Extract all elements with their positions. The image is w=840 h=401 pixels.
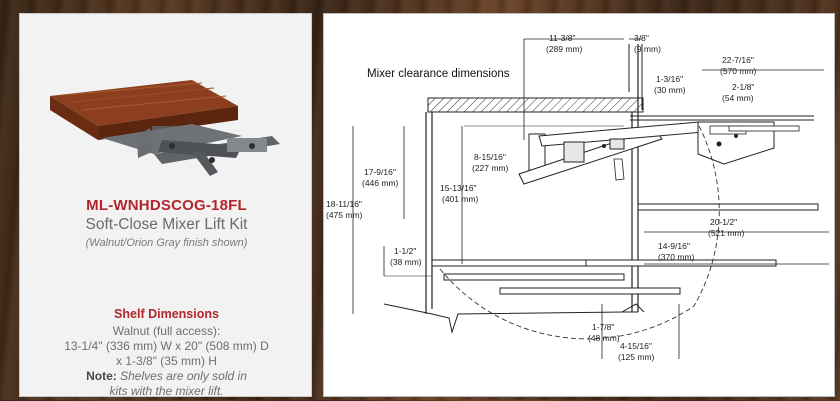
svg-text:3/8": 3/8" (634, 33, 649, 43)
svg-text:(48 mm): (48 mm) (588, 333, 620, 343)
note-line-1: Note: Shelves are only sold in (20, 369, 313, 384)
clearance-diagram: Mixer clearance dimensions (326, 33, 829, 362)
svg-text:1-7/8": 1-7/8" (592, 322, 614, 332)
dim-8-15-16: 8-15/16" (227 mm) (472, 152, 509, 173)
mixer-lift-product-image (50, 80, 280, 176)
svg-text:(570 mm): (570 mm) (720, 66, 757, 76)
svg-text:(227 mm): (227 mm) (472, 163, 509, 173)
product-panel: ML-WNHDSCOG-18FL Soft-Close Mixer Lift K… (19, 13, 313, 399)
dim-14-9-16: 14-9/16" (370 mm) (658, 241, 695, 262)
svg-text:22-7/16": 22-7/16" (722, 55, 754, 65)
shelf-dimensions-title: Shelf Dimensions (114, 307, 219, 321)
dim-1-3-16: 1-3/16" (30 mm) (654, 74, 686, 95)
svg-text:(521 mm): (521 mm) (708, 228, 745, 238)
finish-note: (Walnut/Orion Gray finish shown) (85, 237, 248, 249)
svg-text:8-15/16": 8-15/16" (474, 152, 506, 162)
dim-3-8: 3/8" (9 mm) (634, 33, 661, 54)
svg-text:(38 mm): (38 mm) (390, 257, 422, 267)
svg-text:(401 mm): (401 mm) (442, 194, 479, 204)
shelf-line-3: x 1-3/8" (35 mm) H (116, 354, 217, 368)
shelf-line-1: Walnut (full access): (112, 324, 221, 338)
svg-text:(125 mm): (125 mm) (618, 352, 655, 362)
svg-text:(9 mm): (9 mm) (634, 44, 661, 54)
diagram-title: Mixer clearance dimensions (367, 68, 510, 80)
countertop (427, 97, 644, 113)
svg-text:1-3/16": 1-3/16" (656, 74, 683, 84)
svg-text:(370 mm): (370 mm) (658, 252, 695, 262)
svg-text:15-13/16": 15-13/16" (440, 183, 477, 193)
dim-20-1-2: 20-1/2" (521 mm) (708, 217, 745, 238)
svg-text:4-15/16": 4-15/16" (620, 341, 652, 351)
svg-text:20-1/2": 20-1/2" (710, 217, 737, 227)
dim-1-7-8: 1-7/8" (48 mm) (588, 322, 620, 343)
svg-text:1-1/2": 1-1/2" (394, 246, 416, 256)
dim-11-3-8: 11-3/8" (289 mm) (546, 33, 583, 54)
dim-15-13-16: 15-13/16" (401 mm) (440, 183, 479, 204)
svg-text:(54 mm): (54 mm) (722, 93, 754, 103)
svg-text:17-9/16": 17-9/16" (364, 167, 396, 177)
dim-22-7-16: 22-7/16" (570 mm) (720, 55, 757, 76)
dim-2-1-8: 2-1/8" (54 mm) (722, 82, 754, 103)
svg-text:14-9/16": 14-9/16" (658, 241, 690, 251)
svg-text:(30 mm): (30 mm) (654, 85, 686, 95)
svg-text:2-1/8": 2-1/8" (732, 82, 754, 92)
svg-text:(289 mm): (289 mm) (546, 44, 583, 54)
svg-text:11-3/8": 11-3/8" (549, 33, 576, 43)
svg-text:(475 mm): (475 mm) (326, 210, 363, 220)
svg-text:(446 mm): (446 mm) (362, 178, 399, 188)
dim-17-9-16: 17-9/16" (446 mm) (362, 167, 399, 188)
product-name: Soft-Close Mixer Lift Kit (85, 216, 248, 233)
dim-18-11-16: 18-11/16" (475 mm) (326, 199, 363, 220)
diagram-panel: Mixer clearance dimensions (323, 13, 835, 397)
dim-4-15-16: 4-15/16" (125 mm) (618, 341, 655, 362)
shelf-line-2: 13-1/4" (336 mm) W x 20" (508 mm) D (64, 339, 269, 353)
note-text-2: kits with the mixer lift. (109, 384, 224, 398)
note-text-1: Shelves are only sold in (120, 369, 247, 383)
svg-text:18-11/16": 18-11/16" (326, 199, 362, 209)
note-line-2: kits with the mixer lift. (20, 384, 313, 399)
note-label: Note: (86, 369, 117, 383)
dim-1-1-2: 1-1/2" (38 mm) (390, 246, 422, 267)
product-model: ML-WNHDSCOG-18FL (86, 197, 247, 214)
